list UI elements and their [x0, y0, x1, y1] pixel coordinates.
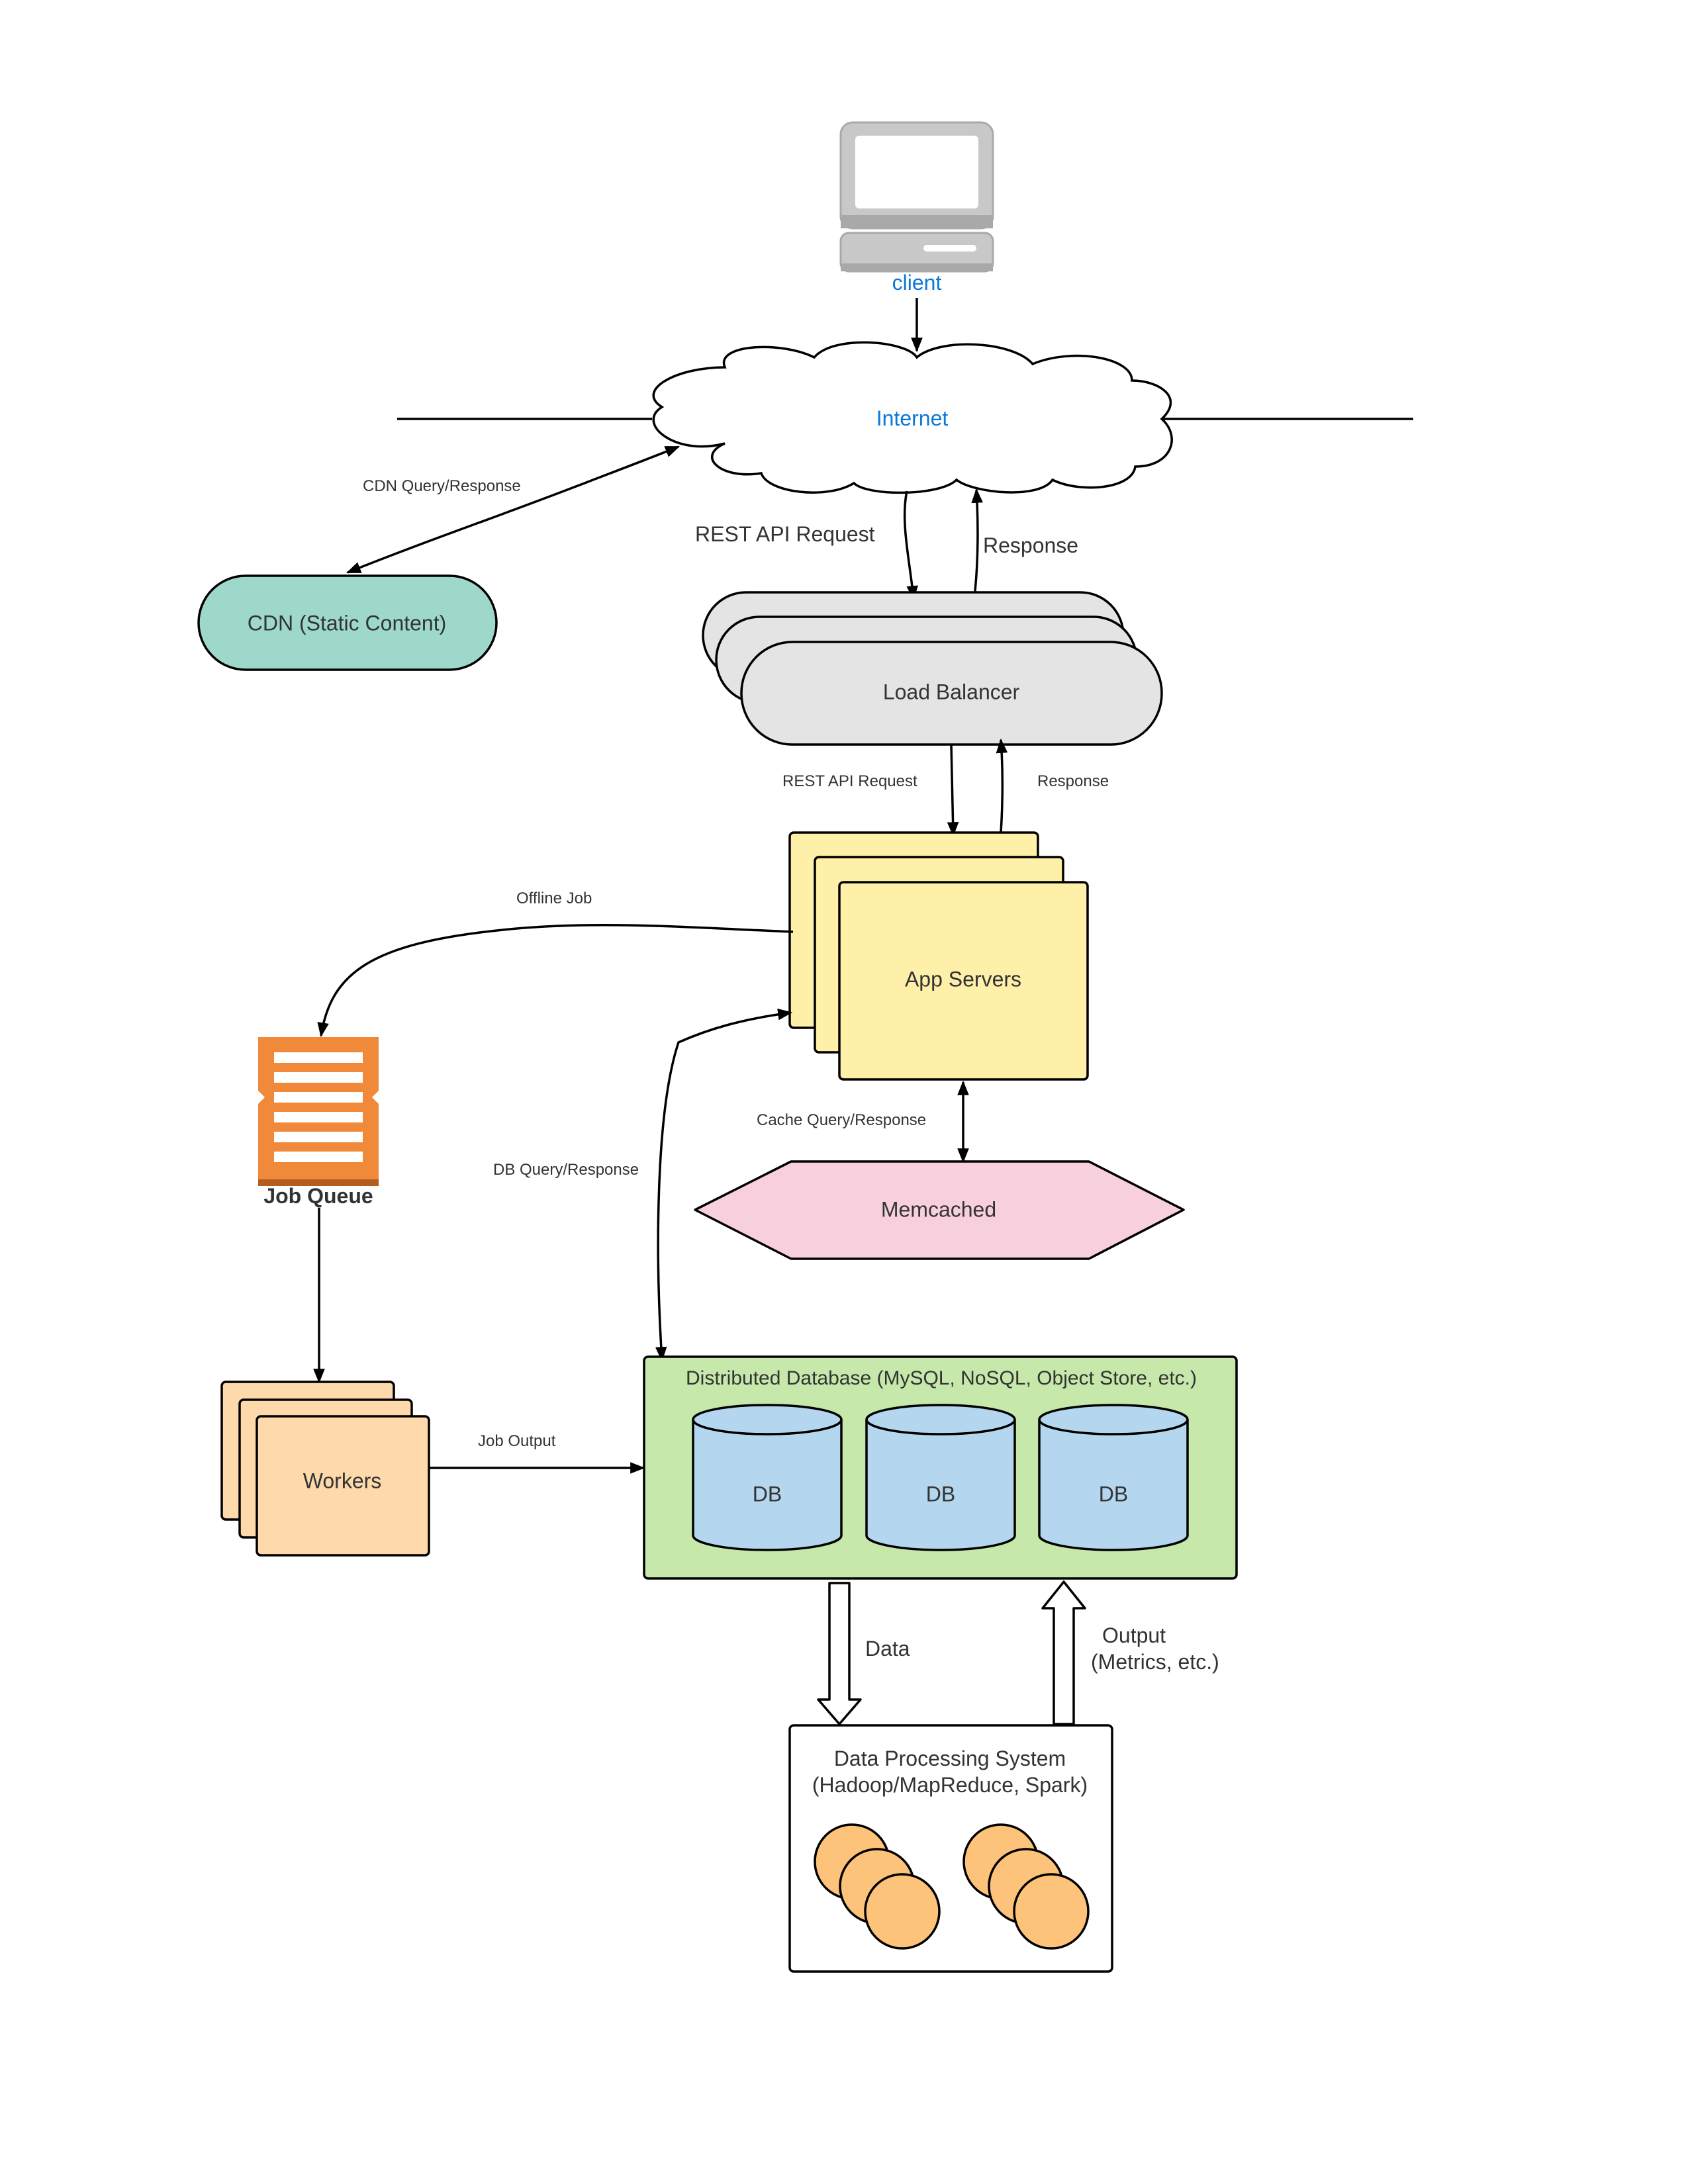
rest-api-request-arrow-1	[903, 490, 918, 601]
offline-job-label: Offline Job	[516, 889, 592, 907]
workers-node: Workers	[220, 1381, 430, 1557]
output-label-line2: (Metrics, etc.)	[1091, 1650, 1219, 1674]
app-servers-node: App Servers	[788, 831, 1089, 1081]
rest-api-request-arrow-2	[947, 744, 959, 837]
rest-api-request-label-2: REST API Request	[782, 772, 917, 790]
db-label: DB	[1099, 1482, 1128, 1506]
job-output-label: Job Output	[478, 1432, 556, 1450]
cache-query-label: Cache Query/Response	[757, 1111, 926, 1129]
db-query-arrow	[655, 1008, 793, 1362]
output-block-arrow	[1041, 1580, 1086, 1725]
db-cylinder: DB	[1038, 1404, 1189, 1551]
cdn-query-label: CDN Query/Response	[363, 477, 521, 495]
db-cylinder: DB	[692, 1404, 843, 1551]
db-cylinder: DB	[865, 1404, 1016, 1551]
job-queue-node: Job Queue	[253, 1037, 384, 1208]
rest-api-request-label-1: REST API Request	[695, 522, 875, 546]
dps-label-line2: (Hadoop/MapReduce, Spark)	[812, 1773, 1088, 1797]
response-arrow-2	[996, 738, 1008, 833]
data-label: Data	[865, 1637, 910, 1661]
load-balancer-label: Load Balancer	[883, 680, 1020, 704]
internet-label: Internet	[876, 406, 949, 430]
db-query-label: DB Query/Response	[493, 1161, 639, 1179]
database-label: Distributed Database (MySQL, NoSQL, Obje…	[686, 1367, 1197, 1389]
processing-node-cluster	[814, 1823, 941, 1950]
data-processing-system-node: Data Processing System (Hadoop/MapReduce…	[788, 1724, 1113, 1973]
response-label-2: Response	[1037, 772, 1109, 790]
output-label-line1: Output	[1102, 1623, 1166, 1647]
db-label: DB	[926, 1482, 955, 1506]
cdn-node: CDN (Static Content)	[197, 574, 498, 671]
internet-cloud: Internet	[652, 341, 1173, 494]
offline-job-arrow	[317, 924, 794, 1038]
client-label: client	[892, 271, 942, 295]
data-block-arrow	[817, 1582, 862, 1725]
computer-icon	[839, 121, 994, 273]
client-node: client	[839, 121, 994, 295]
memcached-label: Memcached	[881, 1197, 996, 1221]
cdn-query-arrow	[346, 445, 680, 574]
queue-icon	[253, 1037, 384, 1186]
job-queue-label: Job Queue	[263, 1184, 373, 1208]
processing-node-cluster	[962, 1823, 1090, 1950]
response-arrow-1	[971, 488, 983, 598]
memcached-node: Memcached	[694, 1160, 1185, 1260]
db-label: DB	[753, 1482, 782, 1506]
workers-label: Workers	[303, 1469, 382, 1492]
cdn-label: CDN (Static Content)	[248, 611, 447, 635]
distributed-database-node: Distributed Database (MySQL, NoSQL, Obje…	[643, 1355, 1238, 1580]
app-servers-label: App Servers	[905, 967, 1021, 991]
response-label-1: Response	[983, 533, 1078, 557]
dps-label-line1: Data Processing System	[834, 1747, 1066, 1770]
load-balancer-node: Load Balancer	[702, 591, 1163, 746]
